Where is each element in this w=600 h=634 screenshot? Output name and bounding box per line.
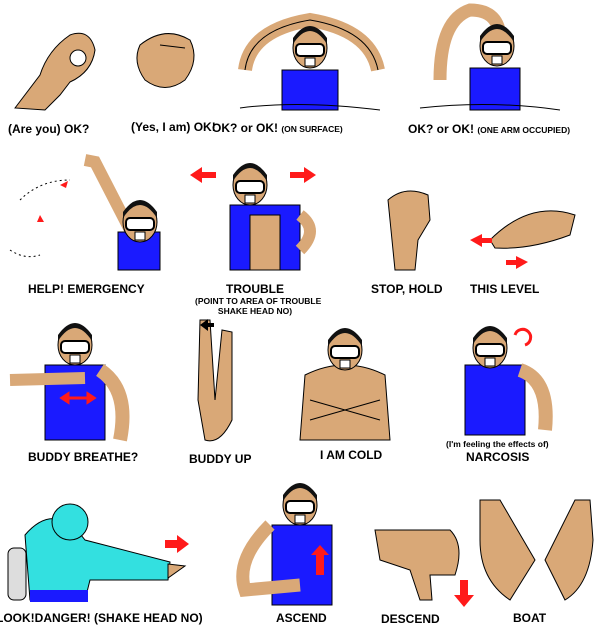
label-buddy-up: BUDDY UP (189, 452, 252, 466)
label-are-you-ok: (Are you) OK? (8, 122, 90, 136)
ok-hand-illustration (14, 32, 96, 111)
label-boat: BOAT (513, 611, 547, 625)
narcosis-illustration (464, 325, 553, 436)
label-main: OK? or OK! (408, 122, 474, 136)
fist-ok-illustration (136, 33, 195, 88)
danger-diver-illustration (7, 503, 189, 602)
label-note: (ON SURFACE) (281, 124, 343, 134)
label-narcosis: NARCOSIS (466, 450, 530, 464)
label-buddy-breathe: BUDDY BREATHE? (28, 450, 139, 464)
label-note: (ONE ARM OCCUPIED) (477, 125, 571, 135)
label-descend: DESCEND (381, 612, 440, 626)
surface-ok-illustration (238, 12, 385, 111)
label-main: TROUBLE (226, 282, 284, 296)
ascend-illustration (236, 482, 333, 606)
label-ok-one-arm: OK? or OK! (ONE ARM OCCUPIED) (408, 123, 570, 137)
label-stop-hold: STOP, HOLD (371, 282, 443, 296)
label-note: (POINT TO AREA OF TROUBLE (195, 296, 322, 306)
this-level-hand-illustration (470, 210, 576, 269)
surface-one-arm-ok-illustration (419, 3, 561, 111)
trouble-illustration (190, 162, 316, 271)
label-yes-i-am-ok: (Yes, I am) OK! (131, 120, 216, 134)
label-ok-on-surface: OK? or OK! (ON SURFACE) (212, 122, 343, 136)
label-this-level: THIS LEVEL (470, 282, 540, 296)
buddy-breathe-illustration (9, 322, 130, 442)
label-ascend: ASCEND (276, 611, 327, 625)
label-main: OK? or OK! (212, 121, 278, 135)
label-look-danger: LOOK!DANGER! (SHAKE HEAD NO) (0, 611, 203, 625)
label-help-emergency: HELP! EMERGENCY (28, 282, 145, 296)
i-am-cold-illustration (299, 327, 391, 441)
label-note: SHAKE HEAD NO) (217, 306, 293, 316)
help-emergency-illustration (9, 154, 161, 271)
boat-cupped-hands-illustration (479, 499, 594, 601)
label-trouble: TROUBLE (POINT TO AREA OF TROUBLE SHAKE … (195, 282, 322, 317)
label-i-am-cold: I AM COLD (320, 448, 383, 462)
stop-hold-fist-illustration (387, 190, 431, 271)
descend-thumb-down-illustration (374, 529, 474, 607)
label-narcosis-note: (I'm feeling the effects of) (446, 439, 549, 449)
buddy-up-fingers-illustration (197, 319, 233, 442)
